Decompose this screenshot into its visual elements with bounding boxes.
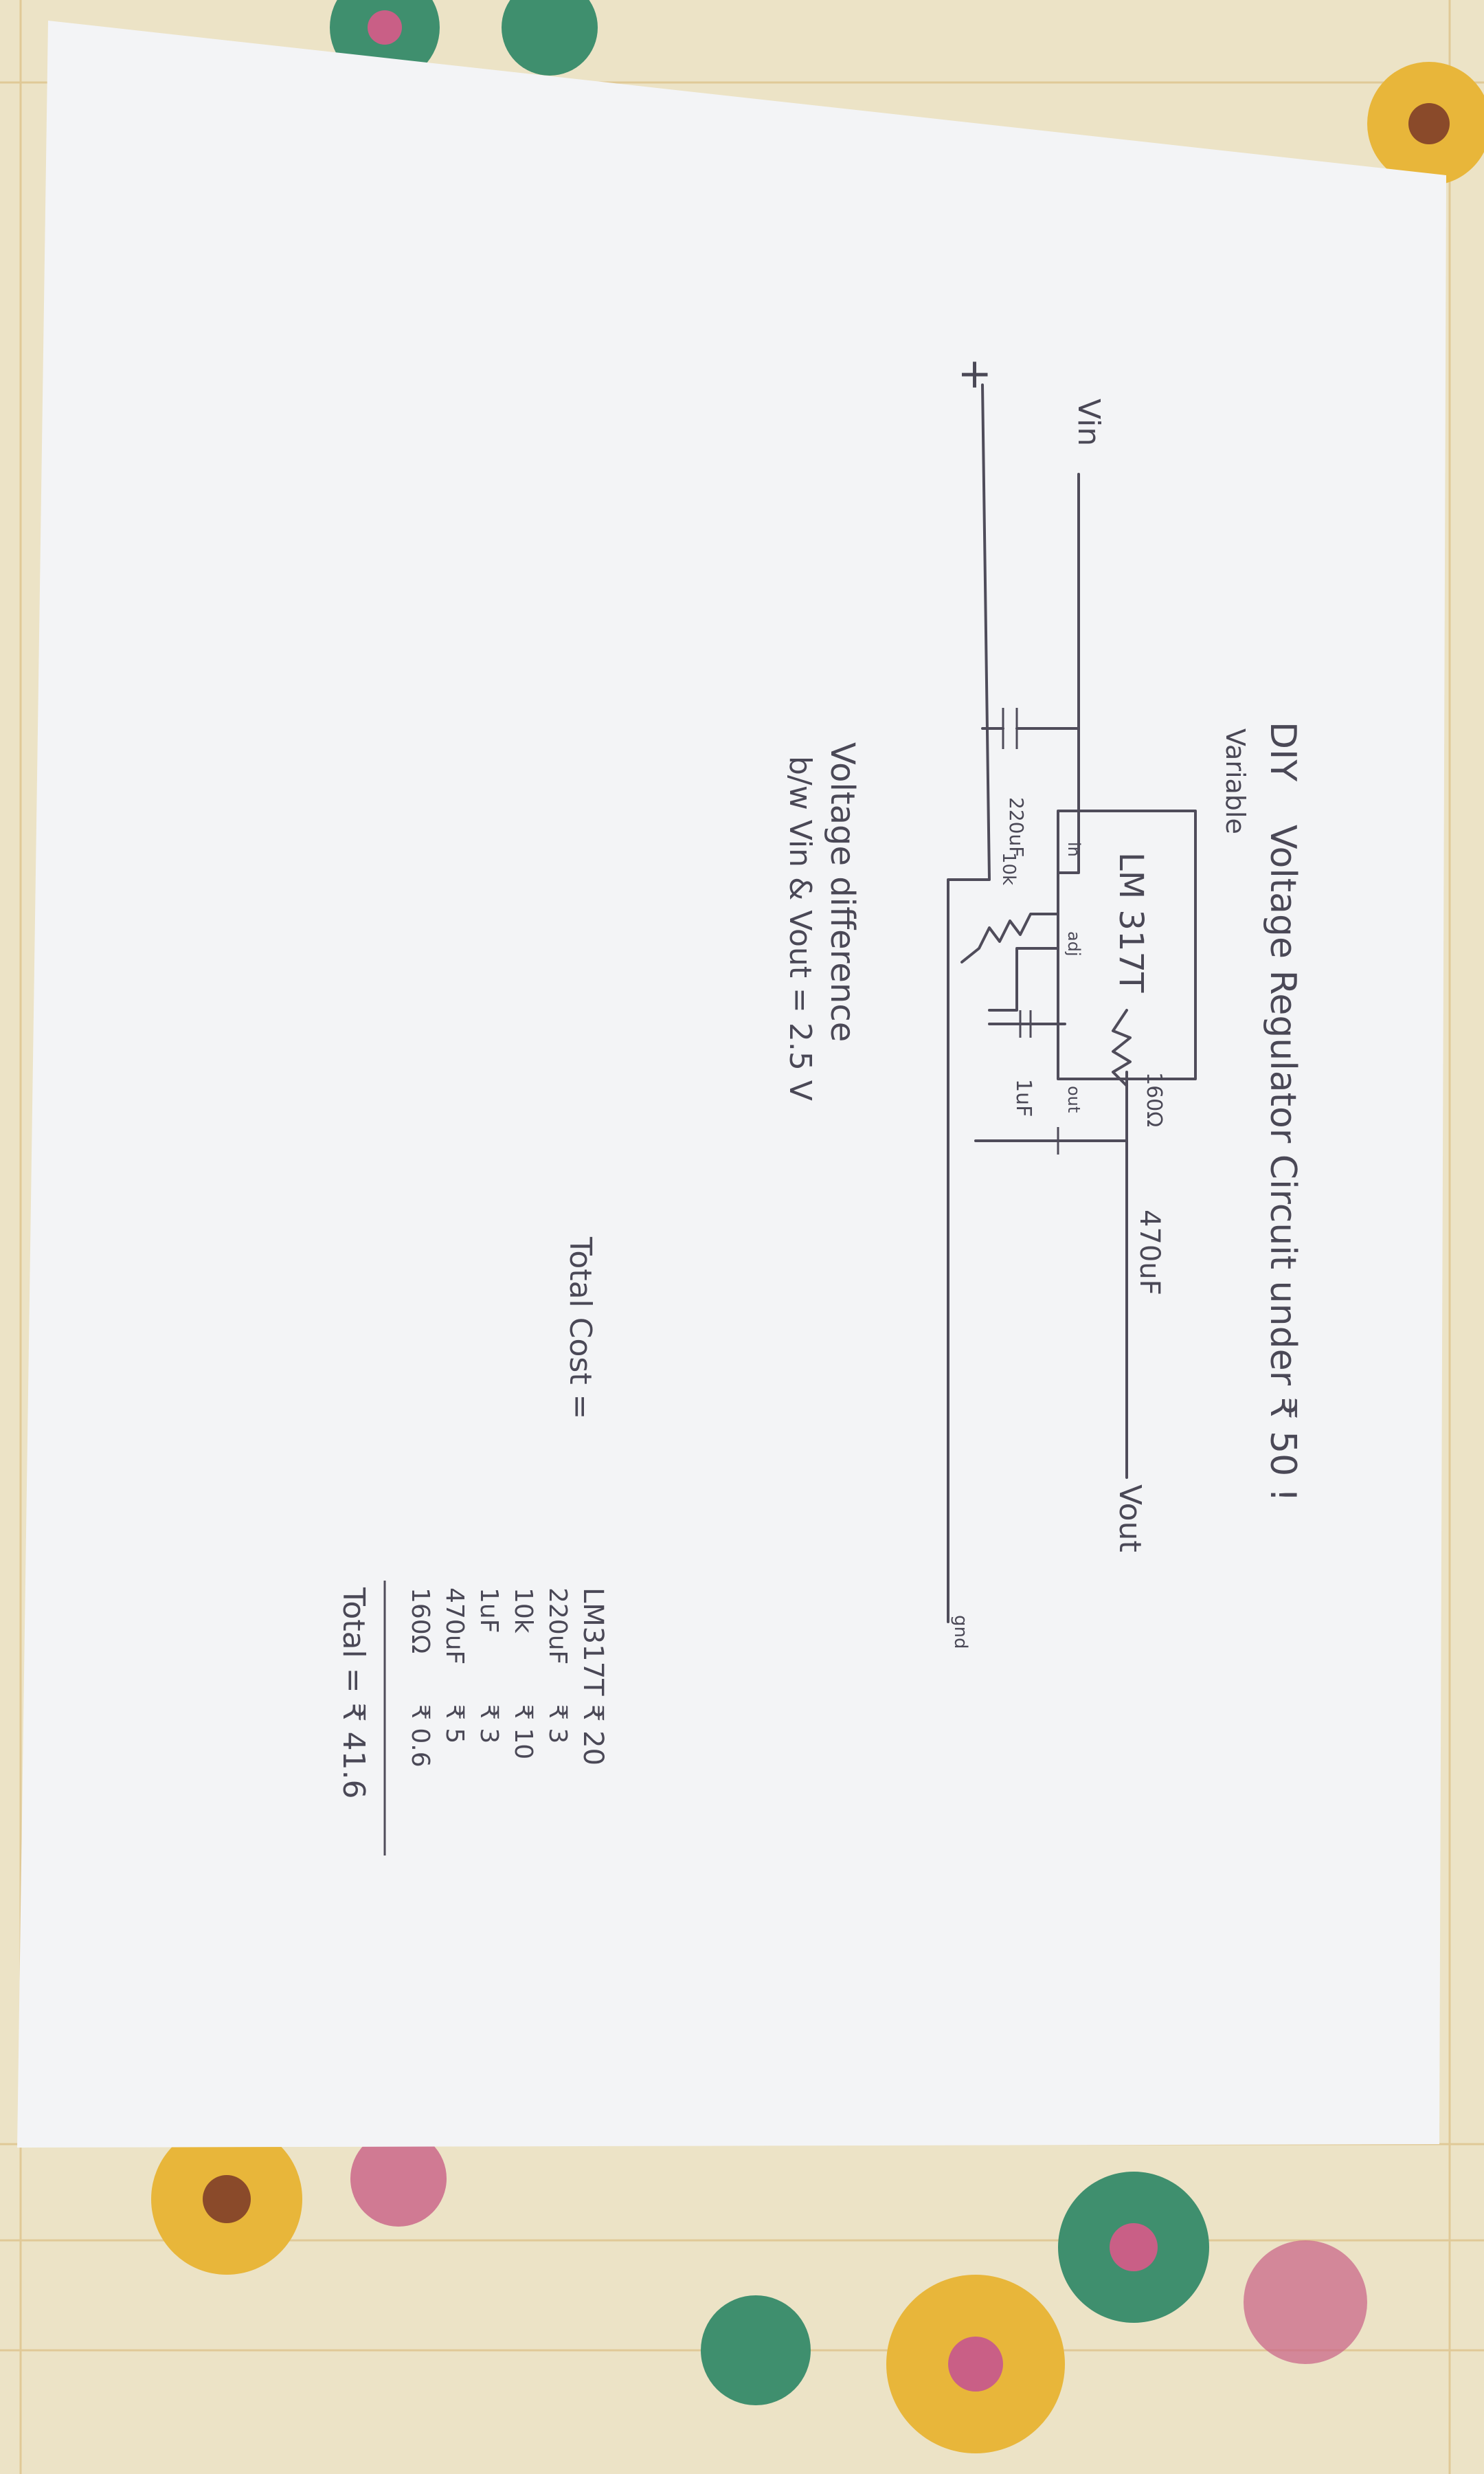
- cost-price-2: ₹ 10: [509, 1704, 537, 1759]
- cost-price-5: ₹ 0.6: [406, 1704, 434, 1768]
- adj-wire: [988, 947, 1059, 1012]
- cost-item-5: 160Ω: [406, 1587, 434, 1653]
- cost-item-0: LM317T: [577, 1587, 609, 1696]
- plus-label: +: [952, 357, 1000, 392]
- cost-label: Total Cost =: [563, 1236, 598, 1419]
- r-label: 160Ω: [1142, 1072, 1166, 1127]
- pin-adj-label: adj: [1064, 931, 1083, 957]
- flower-pink-bottom: [350, 2130, 1367, 2364]
- flower-yellow-bottom: [151, 2124, 1065, 2453]
- pin-out-label: out: [1064, 1086, 1083, 1113]
- pot-10k: [960, 913, 1059, 963]
- vout-label: Vout: [1112, 1484, 1147, 1552]
- title-rest: Voltage Regulator Circuit under ₹ 50 !: [1262, 825, 1303, 1502]
- title-line1: DIY: [1262, 722, 1303, 781]
- c-out-label: 470uF: [1134, 1210, 1165, 1295]
- cost-item-4: 470uF: [440, 1587, 469, 1664]
- cost-total: Total = ₹ 41.6: [336, 1587, 371, 1799]
- ground-symbol: gnd: [950, 1615, 971, 1649]
- pin-in-label: in: [1064, 842, 1083, 857]
- capacitor-220uf: [981, 708, 1080, 749]
- cost-price-3: ₹ 3: [475, 1704, 503, 1743]
- flower-green-bottom: [701, 2172, 1209, 2405]
- pot-label: 10k: [998, 852, 1019, 885]
- capacitor-1uf: [988, 1010, 1066, 1038]
- flower-yellow-top-right: [1367, 62, 1484, 186]
- resistor-160: [1112, 1009, 1132, 1087]
- capacitor-470uf: [974, 1127, 1128, 1155]
- sketch: DIY Variable Voltage Regulator Circuit u…: [336, 357, 1303, 1855]
- cost-item-1: 220uF: [543, 1587, 572, 1664]
- ground-rail: [947, 383, 991, 1623]
- cost-price-0: ₹ 20: [577, 1704, 609, 1765]
- cost-price-4: ₹ 5: [440, 1704, 469, 1743]
- paper-sheet: [17, 21, 1446, 2148]
- diff-line1: Voltage difference: [823, 742, 862, 1042]
- cost-list: LM317T ₹ 20 220uF ₹ 3 10k ₹ 10 1uF ₹ 3 4…: [336, 1581, 609, 1855]
- ic-label: LM 317T: [1112, 852, 1150, 993]
- cost-item-3: 1uF: [475, 1587, 503, 1633]
- c-adj-label: 1uF: [1011, 1079, 1035, 1117]
- cost-price-1: ₹ 3: [543, 1704, 572, 1743]
- diff-line2: b/w Vin & Vout = 2.5 V: [783, 756, 818, 1101]
- title-line2: Variable: [1220, 728, 1250, 834]
- vin-label: Vin: [1071, 399, 1106, 446]
- cost-item-2: 10k: [509, 1587, 537, 1634]
- c-in-label: 220uF: [1005, 797, 1028, 857]
- vin-wire: [1057, 473, 1080, 874]
